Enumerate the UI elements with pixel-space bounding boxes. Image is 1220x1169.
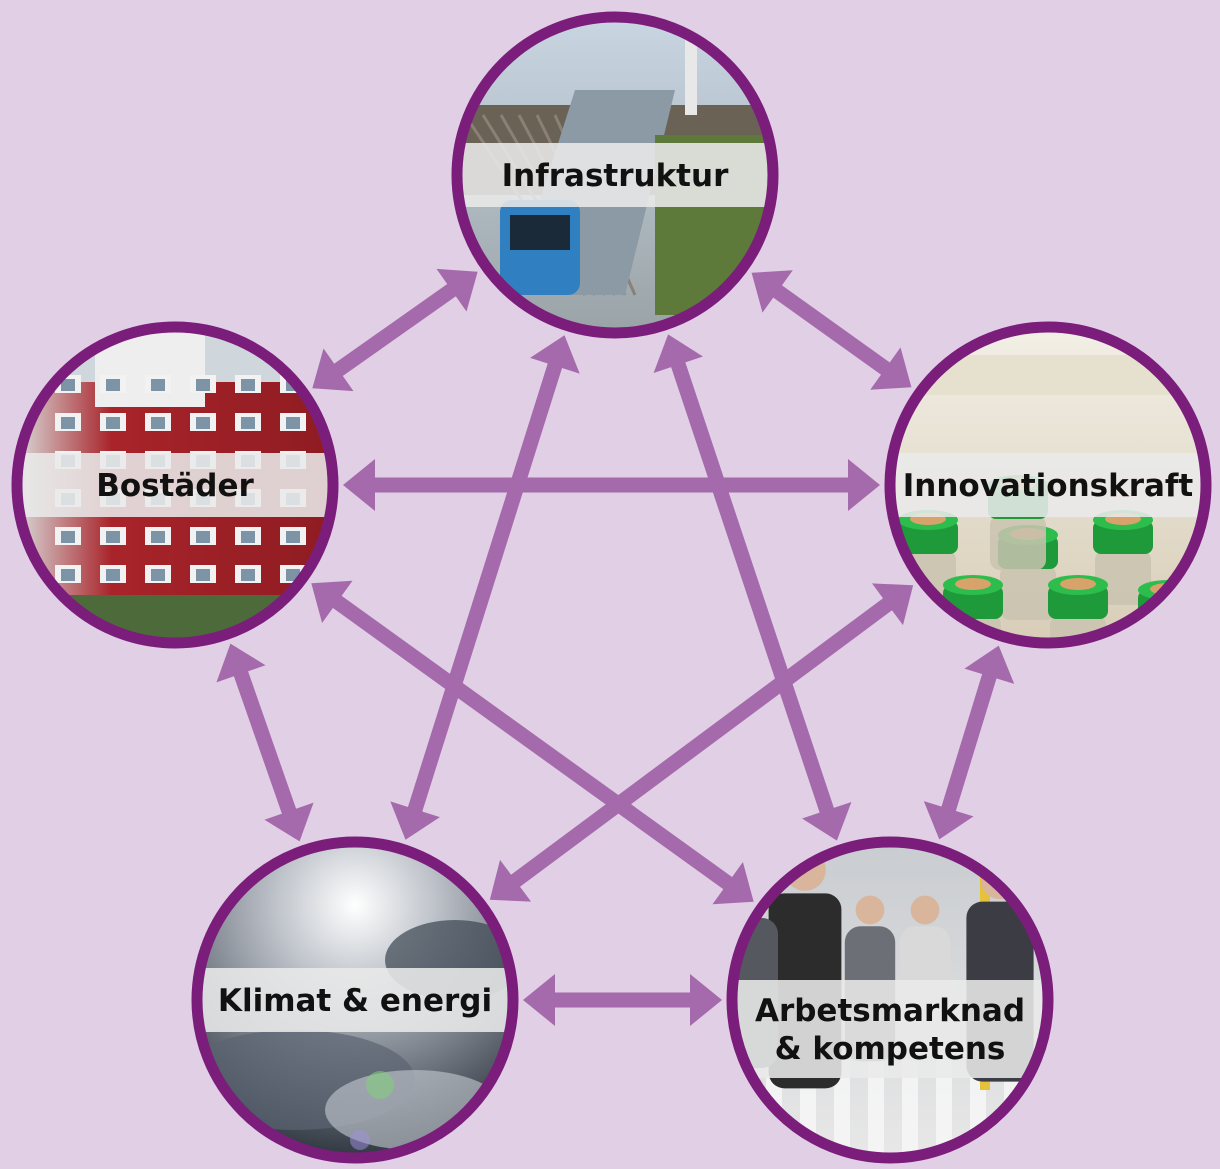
arrow-shaft [770,282,893,378]
node-ring [884,321,1212,649]
node-ring [726,836,1054,1164]
arrowhead-start [964,645,1015,684]
node-klimat: Klimat & energi [191,836,519,1164]
arrowhead-start [871,583,914,626]
label-band [17,453,333,517]
arrowhead-end [264,802,314,842]
node-label: Bostäder [96,468,254,504]
node-innovationskraft: Innovationskraft [884,321,1212,649]
arrowhead-end [390,801,440,840]
arrow-shaft [507,595,896,890]
arrow-bostader-arbetsmarknad [311,580,754,905]
arrow-infrastruktur-arbetsmarknad [653,334,852,841]
node-label: Innovationskraft [903,468,1194,504]
arrow-innovationskraft-klimat [489,583,914,902]
arrow-shaft [669,358,836,817]
arrow-klimat-arbetsmarknad [523,974,722,1026]
arrowhead-start [751,270,793,313]
node-bostader: Bostäder [11,321,339,649]
arrowhead-end [870,347,912,390]
arrowhead-start [530,335,580,374]
node-label: & kompetens [775,1031,1006,1067]
arrowhead-start [343,459,375,511]
node-arbetsmarknad: Arbetsmarknad& kompetens [726,836,1054,1164]
arrow-bostader-innovationskraft [343,459,880,511]
arrowhead-start [216,643,266,683]
arrow-shaft [232,667,298,818]
arrowhead-start [523,974,555,1026]
node-ring [451,11,779,339]
node-ring [11,321,339,649]
node-infrastruktur: Infrastruktur [451,11,779,339]
arrowhead-end [848,459,880,511]
node-label: Klimat & energi [218,983,492,1019]
label-band [890,453,1206,517]
node-label: Arbetsmarknad [755,993,1025,1029]
arrowhead-end [923,801,974,840]
arrowhead-start [436,268,478,312]
arrow-infrastruktur-bostader [312,268,478,392]
arrow-shaft [406,359,564,816]
arrow-shaft [330,281,460,379]
arrowhead-start [653,334,703,373]
arrowhead-end [489,859,532,902]
node-label: Infrastruktur [502,158,729,194]
label-band [197,968,513,1032]
label-band [732,980,1048,1078]
arrowhead-end [690,974,722,1026]
arrow-infrastruktur-klimat [390,335,580,840]
arrow-innovationskraft-arbetsmarknad [923,645,1015,840]
arrow-shaft [940,670,998,815]
arrows-layer [216,268,1015,1026]
arrow-infrastruktur-innovationskraft [751,270,912,390]
arrowhead-end [312,348,354,392]
arrowhead-end [802,802,852,841]
arrow-shaft [329,593,736,892]
nodes-layer: InfrastrukturInnovationskraftArbetsmarkn… [11,11,1212,1164]
arrowhead-start [311,580,353,623]
arrow-bostader-klimat [216,643,314,842]
arrowhead-end [712,862,754,905]
node-ring [191,836,519,1164]
label-band [457,143,773,207]
